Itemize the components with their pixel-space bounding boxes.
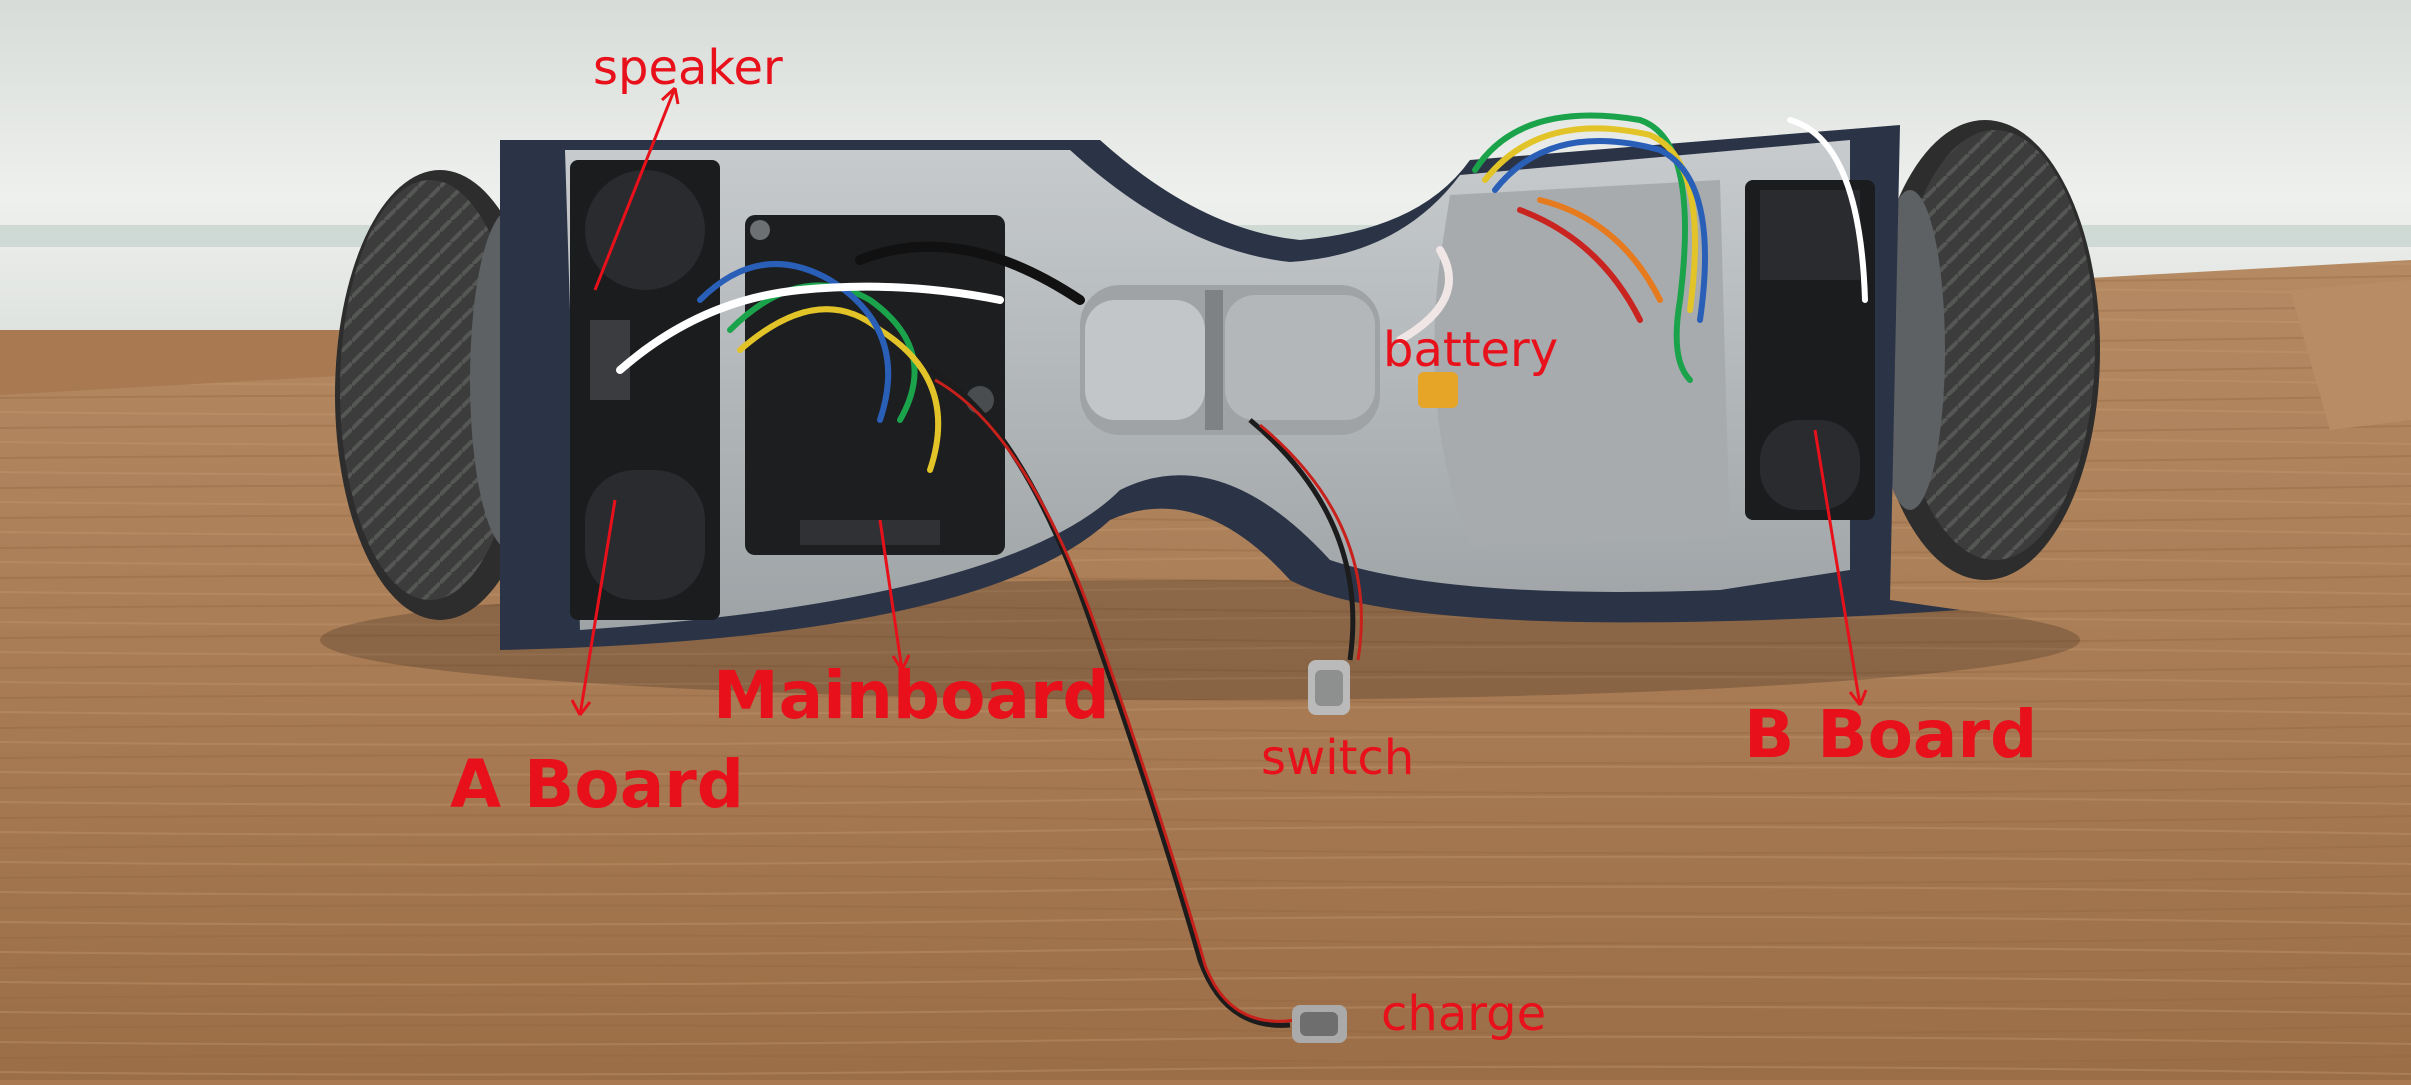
mainboard-arrow xyxy=(878,519,904,671)
b-board-pcb xyxy=(1745,180,1875,520)
annotation-arrows xyxy=(570,86,1868,716)
switch-label: switch xyxy=(1261,730,1415,786)
b-board-arrow xyxy=(1813,429,1862,706)
power-switch xyxy=(1308,660,1350,715)
battery-connector xyxy=(1418,372,1458,408)
speaker-arrow xyxy=(593,87,677,291)
battery-label: battery xyxy=(1383,322,1559,378)
floor-plank xyxy=(2290,280,2411,430)
left-wheel xyxy=(335,170,550,620)
a-board-label: A Board xyxy=(450,746,745,823)
battery-tray xyxy=(1434,180,1730,545)
speaker-label: speaker xyxy=(593,40,783,96)
charge-port xyxy=(1292,1005,1347,1043)
mainboard-label: Mainboard xyxy=(713,657,1110,734)
right-wheel xyxy=(1870,120,2100,580)
b-board-label: B Board xyxy=(1744,696,2038,773)
charge-label: charge xyxy=(1381,986,1547,1042)
a-board-pcb xyxy=(570,160,720,620)
a-board-arrow xyxy=(578,499,617,716)
wiring xyxy=(616,112,1868,473)
center-hinge xyxy=(1080,285,1380,435)
mainboard-pcb xyxy=(745,215,1005,555)
switch-cable xyxy=(1248,418,1356,661)
